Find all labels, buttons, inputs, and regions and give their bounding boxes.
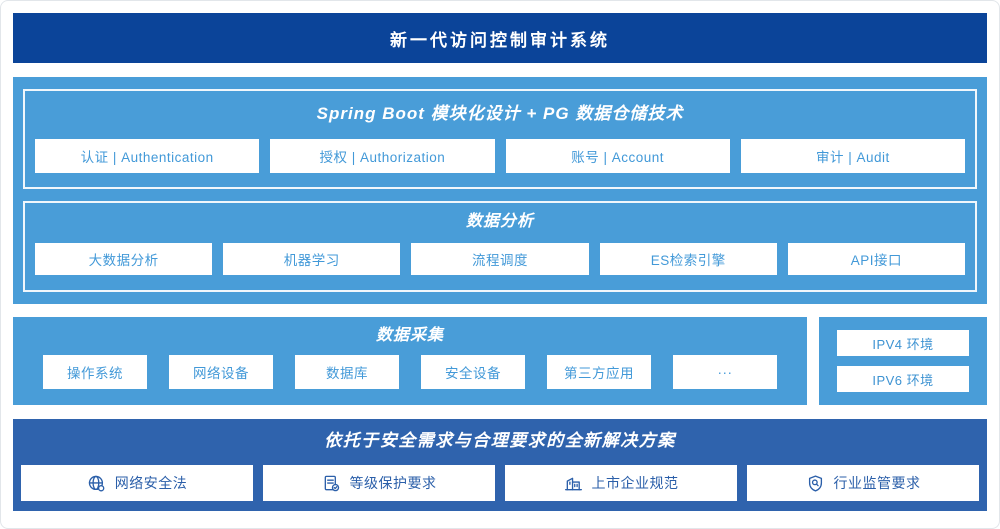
collection-box-thirdparty: 第三方应用	[547, 355, 651, 389]
modules-panel-title: Spring Boot 模块化设计 + PG 数据仓储技术	[316, 104, 684, 123]
shield-search-icon	[806, 474, 825, 493]
modules-panel: Spring Boot 模块化设计 + PG 数据仓储技术 认证 | Authe…	[23, 89, 977, 189]
building-icon	[564, 474, 583, 493]
globe-icon	[87, 474, 106, 493]
solution-section: 依托于安全需求与合理要求的全新解决方案 网络安全法	[13, 419, 987, 511]
analysis-panel: 数据分析 大数据分析 机器学习 流程调度 ES检索引擎 API接口	[23, 201, 977, 292]
module-box-audit: 审计 | Audit	[740, 139, 965, 173]
collection-row: 操作系统 网络设备 数据库 安全设备 第三方应用 ···	[43, 355, 777, 389]
modules-row: 认证 | Authentication 授权 | Authorization 账…	[35, 139, 965, 173]
collection-box-os: 操作系统	[43, 355, 147, 389]
analysis-box-bigdata: 大数据分析	[35, 243, 213, 275]
analysis-box-es: ES检索引擎	[599, 243, 777, 275]
analysis-panel-title: 数据分析	[465, 213, 534, 230]
solution-row: 网络安全法 等级保护要求	[21, 465, 979, 501]
collection-box-more: ···	[673, 355, 777, 389]
module-box-authentication: 认证 | Authentication	[35, 139, 260, 173]
collection-and-env-row: 数据采集 操作系统 网络设备 数据库 安全设备 第三方应用 ··· IPV4 环…	[13, 317, 987, 405]
solution-box-cybersecurity-law: 网络安全法	[21, 465, 253, 501]
page-title: 新一代访问控制审计系统	[390, 30, 610, 50]
solution-title: 依托于安全需求与合理要求的全新解决方案	[324, 431, 676, 450]
collection-box-security: 安全设备	[421, 355, 525, 389]
analysis-box-api: API接口	[787, 243, 966, 275]
title-bar: 新一代访问控制审计系统	[13, 13, 987, 63]
collection-title: 数据采集	[375, 327, 444, 344]
collection-section: 数据采集 操作系统 网络设备 数据库 安全设备 第三方应用 ···	[13, 317, 807, 405]
solution-box-label: 网络安全法	[114, 475, 188, 491]
analysis-box-workflow: 流程调度	[411, 243, 589, 275]
document-check-icon	[322, 474, 341, 493]
collection-box-network: 网络设备	[169, 355, 273, 389]
module-box-authorization: 授权 | Authorization	[270, 139, 495, 173]
platform-section: Spring Boot 模块化设计 + PG 数据仓储技术 认证 | Authe…	[13, 77, 987, 304]
solution-box-label: 等级保护要求	[349, 475, 437, 491]
solution-box-industry-regulation: 行业监管要求	[747, 465, 979, 501]
solution-box-classified-protection: 等级保护要求	[263, 465, 495, 501]
environments-panel: IPV4 环境 IPV6 环境	[819, 317, 987, 405]
solution-box-label: 上市企业规范	[591, 475, 679, 491]
analysis-box-ml: 机器学习	[223, 243, 401, 275]
env-box-ipv6: IPV6 环境	[837, 366, 969, 392]
solution-box-label: 行业监管要求	[833, 475, 921, 491]
env-box-ipv4: IPV4 环境	[837, 330, 969, 356]
analysis-row: 大数据分析 机器学习 流程调度 ES检索引擎 API接口	[35, 243, 966, 275]
collection-box-database: 数据库	[295, 355, 399, 389]
solution-box-listed-company: 上市企业规范	[505, 465, 737, 501]
module-box-account: 账号 | Account	[505, 139, 730, 173]
